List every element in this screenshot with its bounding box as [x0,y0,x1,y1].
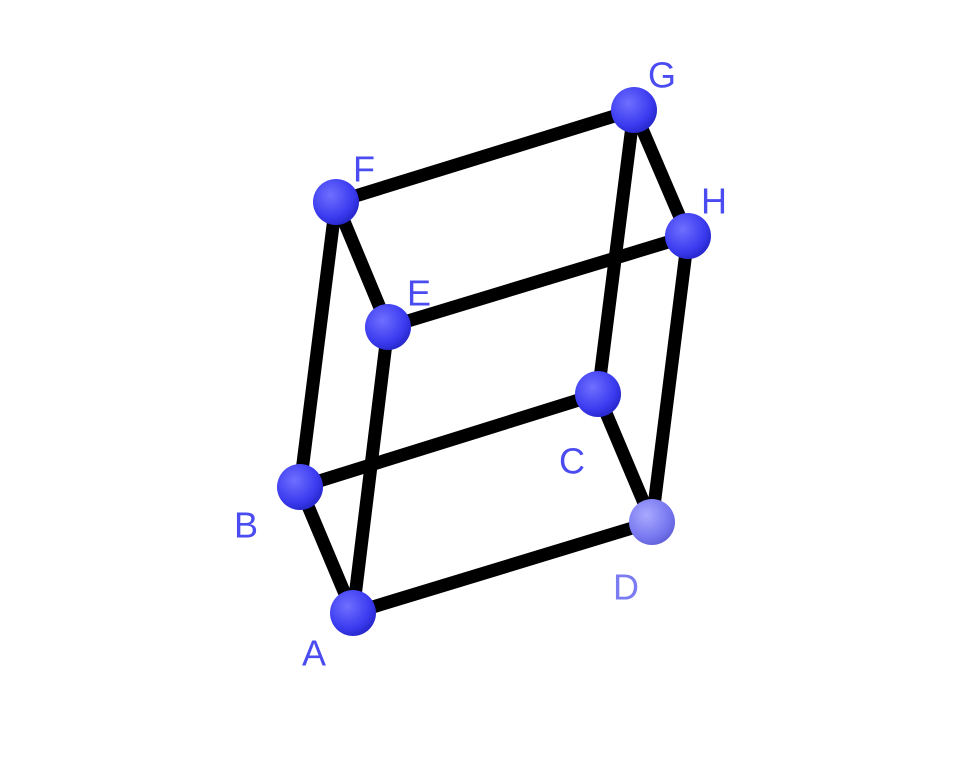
vertex-label-g: G [648,55,676,96]
vertex-g[interactable] [611,87,657,133]
vertex-b[interactable] [277,464,323,510]
vertices-layer [277,87,711,636]
vertex-h[interactable] [665,213,711,259]
edge-eh [381,229,695,334]
vertex-label-e: E [407,273,431,314]
vertex-f[interactable] [313,179,359,225]
vertex-a[interactable] [330,590,376,636]
labels-layer: A B C D E F G H [234,55,727,674]
vertex-d[interactable] [629,499,675,545]
edge-cd [591,387,659,529]
vertex-label-c: C [559,441,585,482]
vertex-c[interactable] [575,371,621,417]
vertex-label-h: H [701,181,727,222]
edge-ad [346,515,659,620]
edge-dh [645,229,695,529]
edge-fg [329,103,641,209]
vertex-label-d: D [613,567,639,608]
vertex-label-b: B [234,505,258,546]
vertex-e[interactable] [365,304,411,350]
edge-bc [293,387,605,494]
vertex-label-a: A [302,633,326,674]
edge-bf [293,195,343,494]
vertex-label-f: F [353,149,375,190]
